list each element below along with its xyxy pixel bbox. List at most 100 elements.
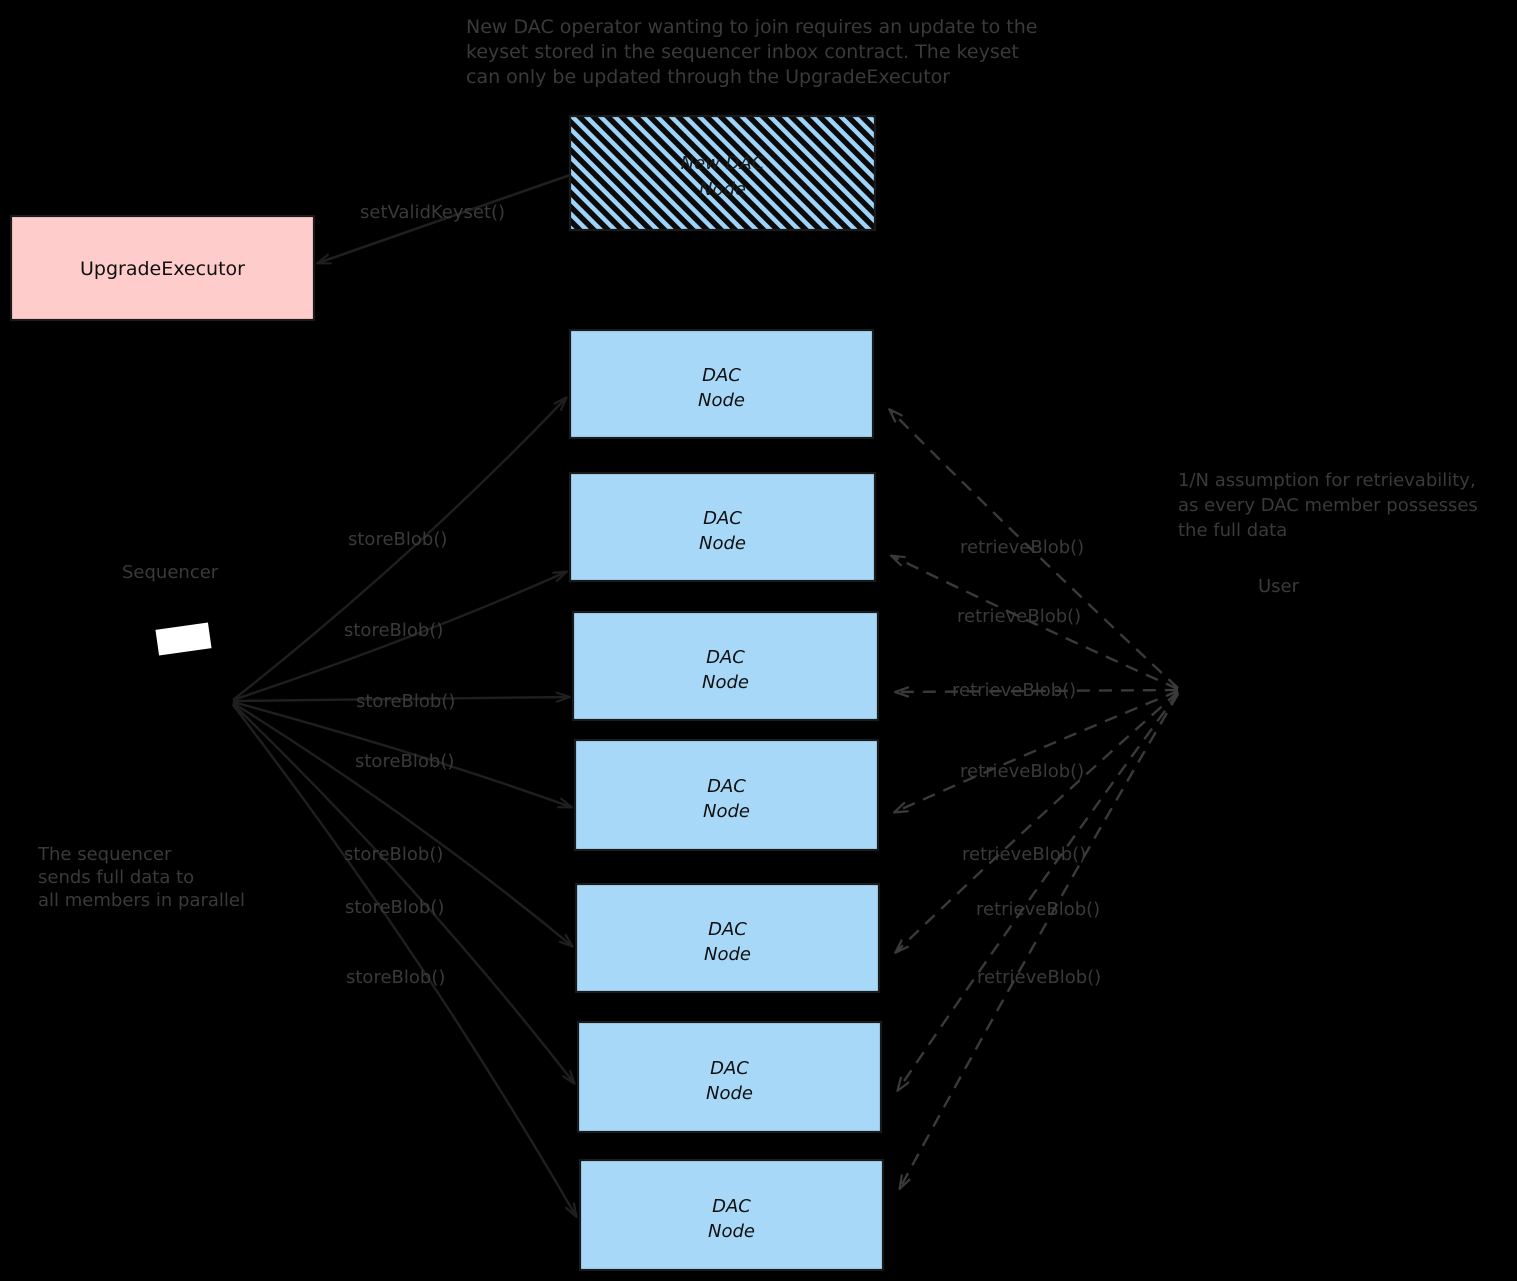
upgrade-executor-box-label: UpgradeExecutor: [80, 258, 245, 280]
retrieve-edge-3-label: retrieveBlob(): [952, 680, 1076, 701]
retrieve-edge-2-line: [892, 556, 1179, 691]
annotations: New DAC operator wanting to join require…: [37, 16, 1478, 911]
dac-node-6-label-line2: Node: [706, 1083, 753, 1104]
store-edge-4: [232, 700, 571, 807]
store-edge-3-label: storeBlob(): [356, 691, 455, 712]
store-edge-5-label: storeBlob(): [344, 844, 443, 865]
retrieve-edge-7-line: [900, 693, 1180, 1188]
dac-node-7-label-line2: Node: [708, 1221, 755, 1242]
set-valid-keyset-edge-group: [318, 173, 571, 263]
dac-node-3-label-line2: Node: [702, 672, 749, 693]
retrieve-edge-2-label: retrieveBlob(): [957, 606, 1081, 627]
retrieve-edge-4-line: [895, 689, 1179, 812]
retrieve-edge-3: [896, 690, 1179, 692]
retrieve-edge-6-label: retrieveBlob(): [976, 899, 1100, 920]
dac-node-4-label-line2: Node: [703, 801, 750, 822]
store-edge-6-label: storeBlob(): [345, 897, 444, 918]
sequencer-parallel-note-line-2: sends full data to: [38, 867, 194, 888]
set-valid-keyset-edge-label: setValidKeyset(): [360, 202, 505, 223]
retrieve-edge-1: [890, 410, 1179, 689]
dac-node-6[interactable]: DAC Node: [576, 1020, 883, 1134]
keyset-update-note-line-3: can only be updated through the UpgradeE…: [466, 66, 950, 88]
new-dac-node-box-rect: [568, 114, 877, 232]
keyset-update-note-line-2: keyset stored in the sequencer inbox con…: [466, 41, 1019, 63]
store-edge-2-label: storeBlob(): [344, 620, 443, 641]
retrievability-note-line-3: the full data: [1178, 520, 1287, 541]
retrieve-edge-1-line: [890, 410, 1179, 689]
retrieve-edge-5-label: retrieveBlob(): [962, 844, 1086, 865]
dac-node-5-label-line2: Node: [704, 944, 751, 965]
dac-node-boxes: DACNodeDACNodeDACNodeDACNodeDACNodeDACNo…: [568, 328, 885, 1272]
store-edge-3: [232, 697, 569, 701]
sequencer-parallel-note-line-3: all members in parallel: [38, 890, 245, 911]
dac-node-1-label-line1: DAC: [702, 365, 741, 386]
keyset-update-note-line-1: New DAC operator wanting to join require…: [466, 16, 1037, 38]
dac-node-1-rect: [568, 328, 875, 440]
retrievability-note-line-1: 1/N assumption for retrievability,: [1178, 470, 1476, 491]
user-label: User: [1258, 576, 1300, 597]
store-edge-3-line: [232, 697, 569, 701]
dac-node-5-label-line1: DAC: [708, 919, 747, 940]
sequencer-parallel-note-line-1: The sequencer: [37, 844, 172, 865]
store-edge-1-line: [232, 398, 566, 701]
store-edge-6: [232, 703, 574, 1083]
set-valid-keyset-edge-line: [318, 173, 571, 263]
dac-node-2-label-line1: DAC: [703, 508, 742, 529]
store-edge-4-line: [232, 700, 571, 807]
retrieve-edge-5: [896, 691, 1179, 952]
store-blob-edges: [232, 398, 576, 1216]
dac-node-1[interactable]: DAC Node: [568, 328, 875, 440]
dac-node-2-rect: [568, 471, 877, 583]
retrievability-note-line-2: as every DAC member possesses: [1178, 495, 1478, 516]
sequencer-label: Sequencer: [122, 562, 219, 583]
upgrade-executor-box-rect: [9, 214, 316, 322]
retrieve-edge-1-label: retrieveBlob(): [960, 537, 1084, 558]
retrieve-edge-2: [892, 556, 1179, 691]
sequencer-icon[interactable]: [155, 622, 212, 656]
dac-node-1-label-line2: Node: [698, 390, 745, 411]
store-edge-5-line: [232, 701, 572, 946]
upgrade-executor-box[interactable]: UpgradeExecutor: [9, 214, 316, 322]
dac-node-7-rect: [578, 1158, 885, 1272]
new-dac-node-box-label-line1: New DAC: [681, 153, 765, 174]
store-edge-4-label: storeBlob(): [355, 751, 454, 772]
dac-node-7[interactable]: DAC Node: [578, 1158, 885, 1272]
store-edge-1-label: storeBlob(): [348, 529, 447, 550]
dac-node-6-label-line1: DAC: [710, 1058, 749, 1079]
dac-node-7-label-line1: DAC: [712, 1196, 751, 1217]
dac-node-4[interactable]: DAC Node: [573, 738, 880, 852]
retrieve-edge-5-line: [896, 691, 1179, 952]
dac-node-6-rect: [576, 1020, 883, 1134]
dac-node-5[interactable]: DAC Node: [574, 882, 881, 994]
retrievability-note: 1/N assumption for retrievability, as eve…: [1178, 470, 1478, 541]
retrieve-edge-6: [898, 692, 1179, 1090]
dac-node-3[interactable]: DAC Node: [571, 610, 880, 722]
store-edge-6-line: [232, 703, 574, 1083]
store-edge-7: [232, 704, 576, 1216]
store-edge-7-label: storeBlob(): [346, 967, 445, 988]
retrieve-edge-3-line: [896, 690, 1179, 692]
store-edge-2: [232, 572, 566, 702]
store-edge-7-line: [232, 704, 576, 1216]
dac-node-5-rect: [574, 882, 881, 994]
retrieve-edge-6-line: [898, 692, 1179, 1090]
dac-node-3-rect: [571, 610, 880, 722]
dac-node-3-label-line1: DAC: [706, 647, 745, 668]
sequencer-icon-group: [155, 622, 212, 656]
keyset-update-note: New DAC operator wanting to join require…: [466, 16, 1037, 88]
dac-node-4-label-line1: DAC: [707, 776, 746, 797]
store-edge-2-line: [232, 572, 566, 702]
retrieve-blob-edges: [890, 410, 1180, 1188]
edge-labels: storeBlob() storeBlob() storeBlob() storeBl…: [344, 202, 1101, 988]
retrieve-edge-7: [900, 693, 1180, 1188]
retrieve-edge-4: [895, 689, 1179, 812]
retrieve-edge-7-label: retrieveBlob(): [977, 967, 1101, 988]
store-edge-5: [232, 701, 572, 946]
